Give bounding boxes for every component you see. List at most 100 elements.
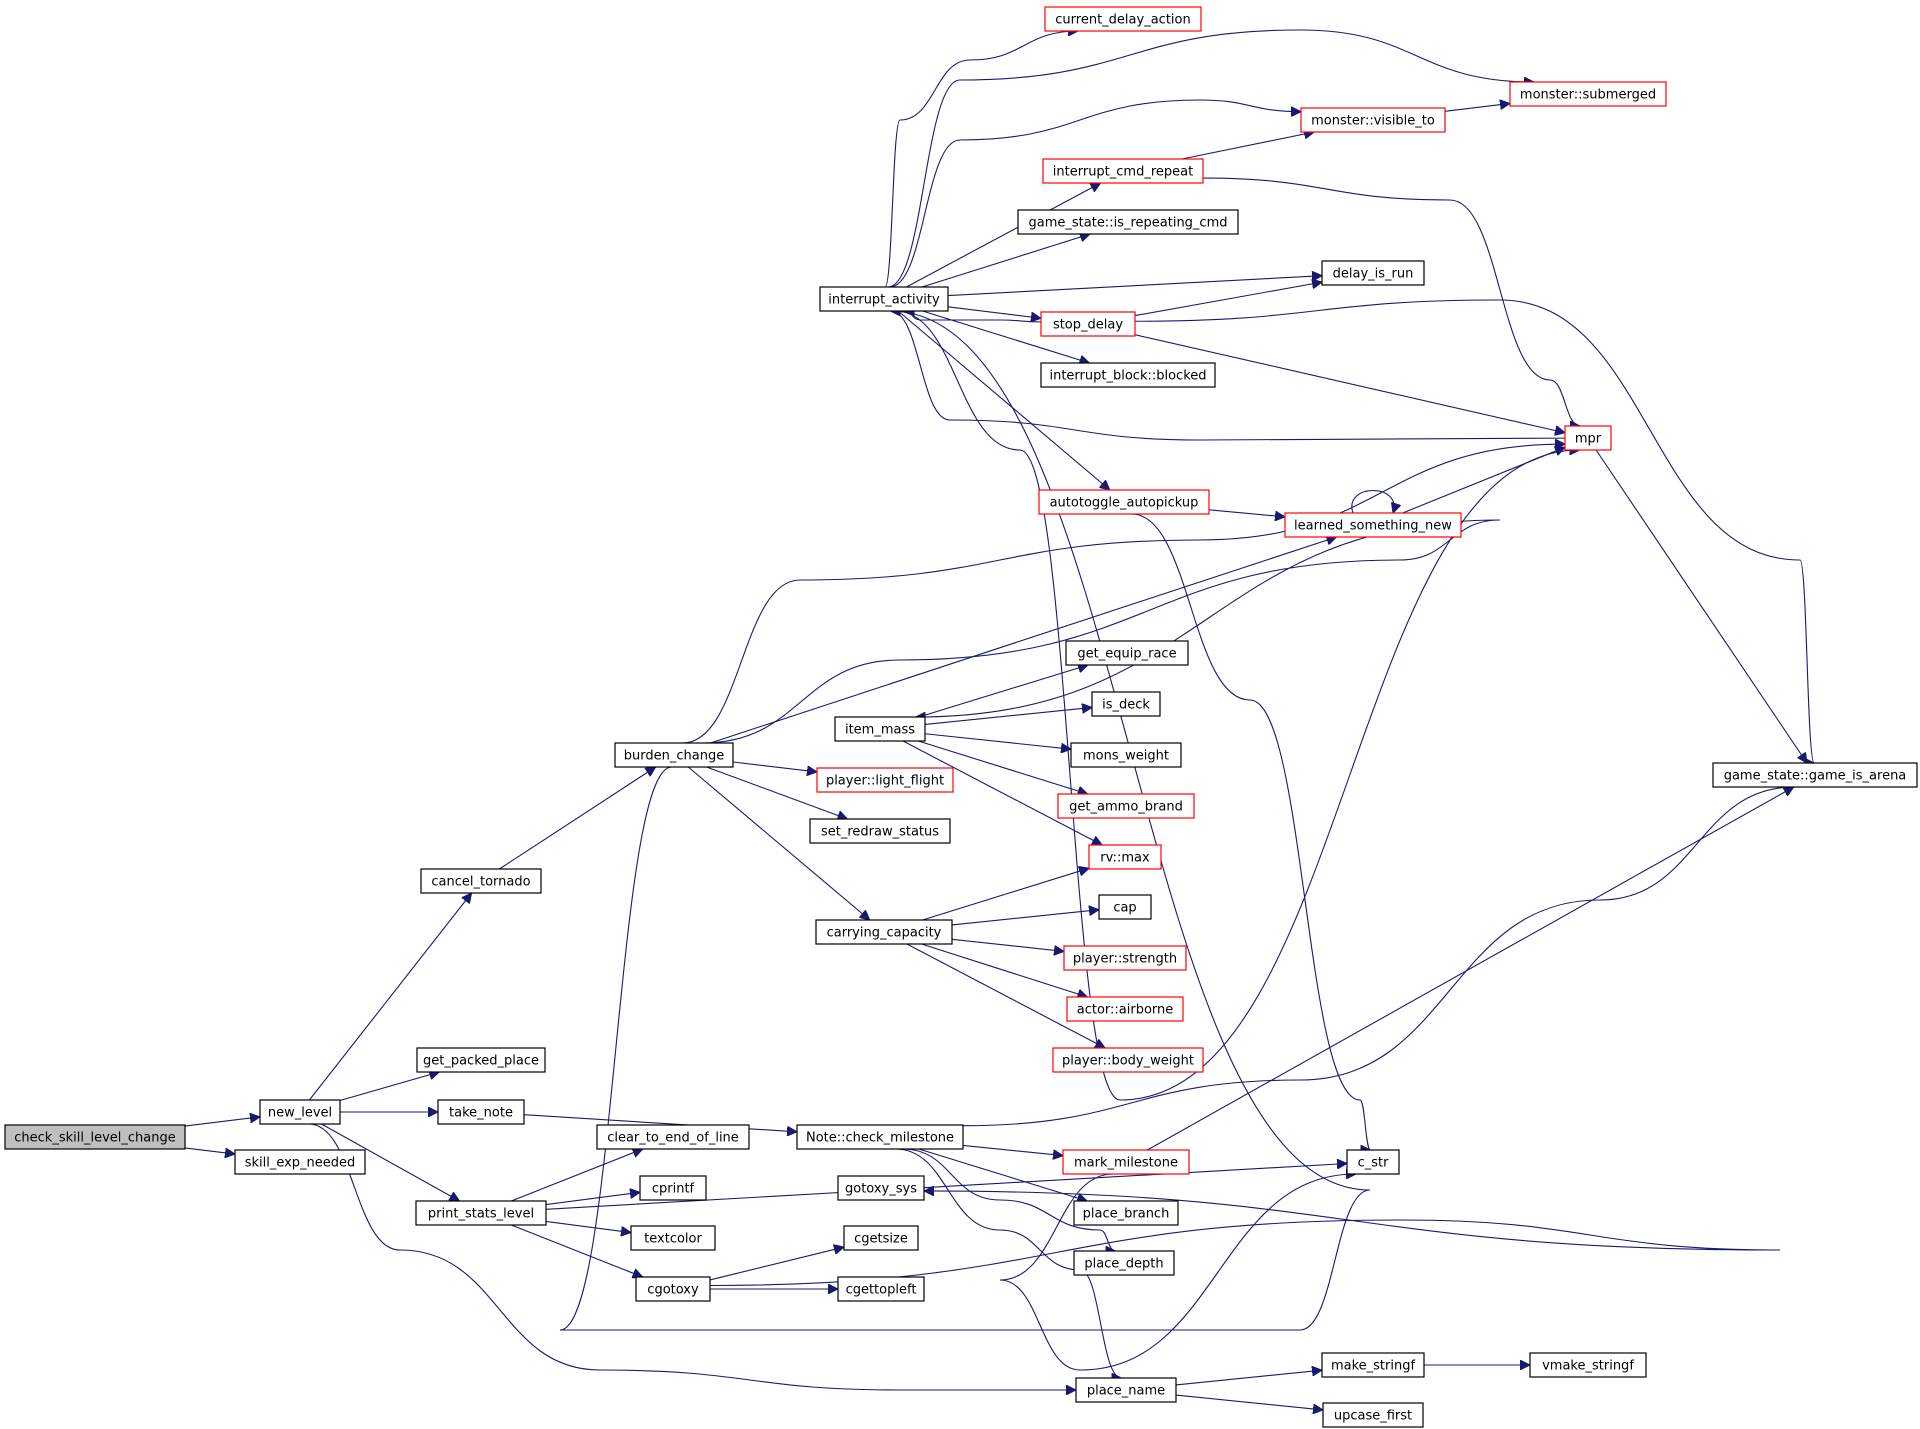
node-cgettopleft[interactable]: cgettopleft bbox=[837, 1276, 925, 1302]
node-learned_something_new[interactable]: learned_something_new bbox=[1284, 512, 1462, 538]
node-get_packed_place[interactable]: get_packed_place bbox=[416, 1047, 546, 1073]
edge-stop_delay-to-delay_is_run bbox=[1134, 282, 1322, 317]
edge-carrying_capacity-to-cap bbox=[951, 910, 1099, 926]
node-box bbox=[614, 742, 734, 768]
node-place_name[interactable]: place_name bbox=[1075, 1377, 1177, 1403]
node-carrying_capacity[interactable]: carrying_capacity bbox=[815, 919, 953, 945]
node-make_stringf[interactable]: make_stringf bbox=[1321, 1352, 1425, 1378]
node-cgotoxy[interactable]: cgotoxy bbox=[635, 1276, 711, 1302]
node-print_stats_level[interactable]: print_stats_level bbox=[415, 1200, 547, 1226]
node-mons_weight[interactable]: mons_weight bbox=[1070, 742, 1182, 768]
node-set_redraw_status[interactable]: set_redraw_status bbox=[809, 818, 951, 844]
edge-interrupt_activity-to-autotoggle_autopickup bbox=[897, 310, 1110, 490]
edge-cancel_tornado-to-burden_change bbox=[499, 767, 655, 870]
node-label: game_state::is_repeating_cmd bbox=[1029, 216, 1228, 231]
node-actor_airborne[interactable]: actor::airborne bbox=[1066, 996, 1184, 1022]
node-is_deck[interactable]: is_deck bbox=[1091, 691, 1161, 717]
edge-burden_change-to-carrying_capacity bbox=[687, 766, 870, 920]
node-autotoggle_autopickup[interactable]: autotoggle_autopickup bbox=[1038, 489, 1210, 515]
node-place_branch[interactable]: place_branch bbox=[1073, 1200, 1179, 1226]
node-box bbox=[1052, 1047, 1204, 1073]
edge-new_level-to-cancel_tornado bbox=[308, 893, 471, 1101]
node-player_body_weight[interactable]: player::body_weight bbox=[1052, 1047, 1204, 1073]
edge-interrupt_activity-to-mpr bbox=[894, 310, 1580, 1101]
node-delay_is_run[interactable]: delay_is_run bbox=[1321, 260, 1425, 286]
node-label: textcolor bbox=[644, 1232, 702, 1247]
edge-note_check_milestone-to-place_depth bbox=[902, 1148, 1116, 1251]
edge-carrying_capacity-to-rv_max bbox=[922, 868, 1089, 921]
node-box bbox=[819, 286, 949, 312]
node-check_skill_level_change[interactable]: check_skill_level_change bbox=[4, 1124, 186, 1150]
node-interrupt_activity[interactable]: interrupt_activity bbox=[819, 286, 949, 312]
node-current_delay_action[interactable]: current_delay_action bbox=[1044, 6, 1202, 32]
edge-print_stats_level-to-c_str bbox=[545, 1163, 1347, 1210]
node-get_ammo_brand[interactable]: get_ammo_brand bbox=[1057, 793, 1195, 819]
edge-new_level-to-place_name bbox=[308, 1123, 1076, 1390]
node-take_note[interactable]: take_note bbox=[437, 1099, 525, 1125]
edge-carrying_capacity-to-player_strength bbox=[951, 938, 1064, 951]
edge-check_skill_level_change-to-new_level bbox=[184, 1117, 260, 1127]
node-label: check_skill_level_change bbox=[14, 1131, 175, 1146]
node-mpr[interactable]: mpr bbox=[1564, 425, 1612, 451]
node-rv_max[interactable]: rv::max bbox=[1088, 844, 1162, 870]
node-label: take_note bbox=[449, 1106, 513, 1121]
node-monster_submerged[interactable]: monster::submerged bbox=[1509, 81, 1667, 107]
node-new_level[interactable]: new_level bbox=[259, 1099, 341, 1125]
node-mark_milestone[interactable]: mark_milestone bbox=[1062, 1149, 1190, 1175]
node-burden_change[interactable]: burden_change bbox=[614, 742, 734, 768]
node-cprintf[interactable]: cprintf bbox=[639, 1175, 707, 1201]
node-interrupt_cmd_repeat[interactable]: interrupt_cmd_repeat bbox=[1042, 158, 1204, 184]
edge-mark_milestone-to-game_state_game_is_arena bbox=[1147, 787, 1793, 1151]
node-cap[interactable]: cap bbox=[1098, 894, 1152, 920]
edge-new_level-to-print_stats_level bbox=[321, 1123, 460, 1201]
node-label: cancel_tornado bbox=[431, 875, 530, 890]
edge-monster_visible_to-to-monster_submerged bbox=[1444, 103, 1510, 112]
node-label: mpr bbox=[1575, 432, 1602, 447]
node-label: new_level bbox=[268, 1106, 332, 1121]
node-box bbox=[1065, 640, 1189, 666]
node-box bbox=[596, 1124, 750, 1150]
node-player_light_flight[interactable]: player::light_flight bbox=[816, 767, 954, 793]
node-label: current_delay_action bbox=[1055, 13, 1190, 28]
node-box bbox=[837, 1276, 925, 1302]
node-box bbox=[815, 919, 953, 945]
node-box bbox=[809, 818, 951, 844]
edge-interrupt_activity-to-monster_submerged bbox=[888, 29, 1534, 288]
node-label: make_stringf bbox=[1331, 1359, 1416, 1374]
node-cgetsize[interactable]: cgetsize bbox=[843, 1225, 919, 1251]
node-stop_delay[interactable]: stop_delay bbox=[1040, 311, 1136, 337]
node-box bbox=[1042, 158, 1204, 184]
node-get_equip_race[interactable]: get_equip_race bbox=[1065, 640, 1189, 666]
node-vmake_stringf[interactable]: vmake_stringf bbox=[1529, 1352, 1647, 1378]
node-note_check_milestone[interactable]: Note::check_milestone bbox=[796, 1124, 964, 1150]
edge-check_skill_level_change-to-skill_exp_needed bbox=[184, 1147, 235, 1154]
node-c_str[interactable]: c_str bbox=[1346, 1149, 1400, 1175]
node-game_state_game_is_arena[interactable]: game_state::game_is_arena bbox=[1712, 762, 1918, 788]
node-box bbox=[630, 1225, 716, 1251]
node-skill_exp_needed[interactable]: skill_exp_needed bbox=[234, 1149, 366, 1175]
node-game_state_is_repeating_cmd[interactable]: game_state::is_repeating_cmd bbox=[1017, 209, 1239, 235]
node-label: actor::airborne bbox=[1077, 1003, 1174, 1018]
edge-print_stats_level-to-cgotoxy bbox=[511, 1224, 642, 1277]
node-player_strength[interactable]: player::strength bbox=[1063, 945, 1187, 971]
node-clear_to_end_of_line[interactable]: clear_to_end_of_line bbox=[596, 1124, 750, 1150]
node-box bbox=[834, 716, 926, 742]
node-gotoxy_sys[interactable]: gotoxy_sys bbox=[837, 1175, 925, 1201]
node-textcolor[interactable]: textcolor bbox=[630, 1225, 716, 1251]
node-interrupt_block_blocked[interactable]: interrupt_block::blocked bbox=[1040, 362, 1216, 388]
edge-place_name-to-make_stringf bbox=[1175, 1370, 1322, 1386]
node-cancel_tornado[interactable]: cancel_tornado bbox=[420, 868, 542, 894]
node-item_mass[interactable]: item_mass bbox=[834, 716, 926, 742]
node-label: mark_milestone bbox=[1074, 1156, 1178, 1171]
node-label: interrupt_block::blocked bbox=[1049, 369, 1206, 384]
node-label: print_stats_level bbox=[428, 1207, 534, 1222]
edge-interrupt_activity-to-interrupt_cmd_repeat bbox=[906, 183, 1100, 288]
node-label: monster::visible_to bbox=[1311, 114, 1435, 129]
node-label: gotoxy_sys bbox=[845, 1182, 917, 1197]
node-monster_visible_to[interactable]: monster::visible_to bbox=[1300, 107, 1446, 133]
node-label: player::body_weight bbox=[1062, 1054, 1194, 1069]
edge-note_check_milestone-to-place_name bbox=[895, 1148, 1122, 1378]
node-place_depth[interactable]: place_depth bbox=[1073, 1250, 1175, 1276]
node-box bbox=[1346, 1149, 1400, 1175]
node-upcase_first[interactable]: upcase_first bbox=[1322, 1402, 1424, 1428]
